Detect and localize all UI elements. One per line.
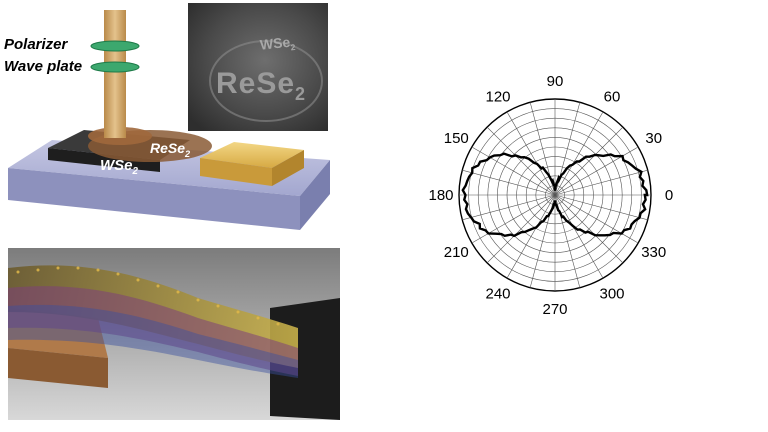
lattice-illustration <box>8 248 340 420</box>
polar-angle-label: 30 <box>645 130 662 147</box>
rese2-label: ReSe2 <box>150 140 191 159</box>
polar-angle-label: 240 <box>485 286 510 303</box>
polar-angle-label: 60 <box>604 88 621 105</box>
polar-spoke <box>471 146 556 196</box>
polar-spoke <box>554 169 648 196</box>
polar-spoke <box>506 194 556 279</box>
polar-spoke <box>554 126 624 196</box>
substrate-side <box>300 160 330 230</box>
gold-electrode-side <box>272 150 304 186</box>
waveplate-label: Wave plate <box>4 58 83 75</box>
polar-angle-label: 210 <box>444 244 469 261</box>
polar-angle-label: 150 <box>444 130 469 147</box>
device-schematic: Polarizer Wave plate WSe2 ReSe2 WSe2 ReS… <box>0 0 340 240</box>
polar-spoke <box>471 194 556 244</box>
polarizer-label: Polarizer <box>4 36 68 53</box>
polar-data-curve <box>461 152 649 238</box>
polar-spoke <box>554 194 604 279</box>
device-illustration <box>8 10 330 230</box>
sem-inset-image: WSe2 ReSe2 <box>188 3 328 131</box>
polar-spoke <box>554 194 639 244</box>
polar-spoke <box>554 194 648 221</box>
polar-grid <box>458 98 652 292</box>
polar-spoke <box>486 194 556 264</box>
gold-electrode-front <box>200 158 272 186</box>
polar-spoke <box>554 194 624 264</box>
polar-spoke <box>462 169 556 196</box>
polar-angle-label: 90 <box>547 73 564 90</box>
polar-angle-label: 300 <box>599 286 624 303</box>
polar-spoke <box>554 111 604 196</box>
substrate-front <box>8 168 300 230</box>
waveplate-disk <box>90 61 140 73</box>
dark-electrode-front <box>48 148 160 172</box>
polar-angle-label: 0 <box>665 187 673 204</box>
sem-wse2-text: WSe2 <box>259 33 296 53</box>
polar-spoke <box>554 146 639 196</box>
polar-spoke <box>462 194 556 221</box>
polar-angle-label: 120 <box>485 88 510 105</box>
polar-angle-label: 270 <box>542 301 567 318</box>
sem-rese2-text: ReSe2 <box>216 67 307 104</box>
gold-electrode-top <box>200 142 304 168</box>
polar-spoke <box>506 111 556 196</box>
polar-angle-labels: 0 30 60 90 120 150 180 210 240 270 300 330 <box>428 73 673 318</box>
polar-curve-group <box>461 152 649 238</box>
lattice-rendering <box>8 248 340 420</box>
polar-angle-label: 330 <box>641 244 666 261</box>
polarizer-disk <box>90 40 140 52</box>
polar-angle-label: 180 <box>428 187 453 204</box>
polar-spoke <box>486 126 556 196</box>
polar-chart: 0 30 60 90 120 150 180 210 240 270 300 330 <box>428 73 673 318</box>
wse2-label: WSe2 <box>100 157 138 177</box>
laser-beam <box>104 10 126 138</box>
